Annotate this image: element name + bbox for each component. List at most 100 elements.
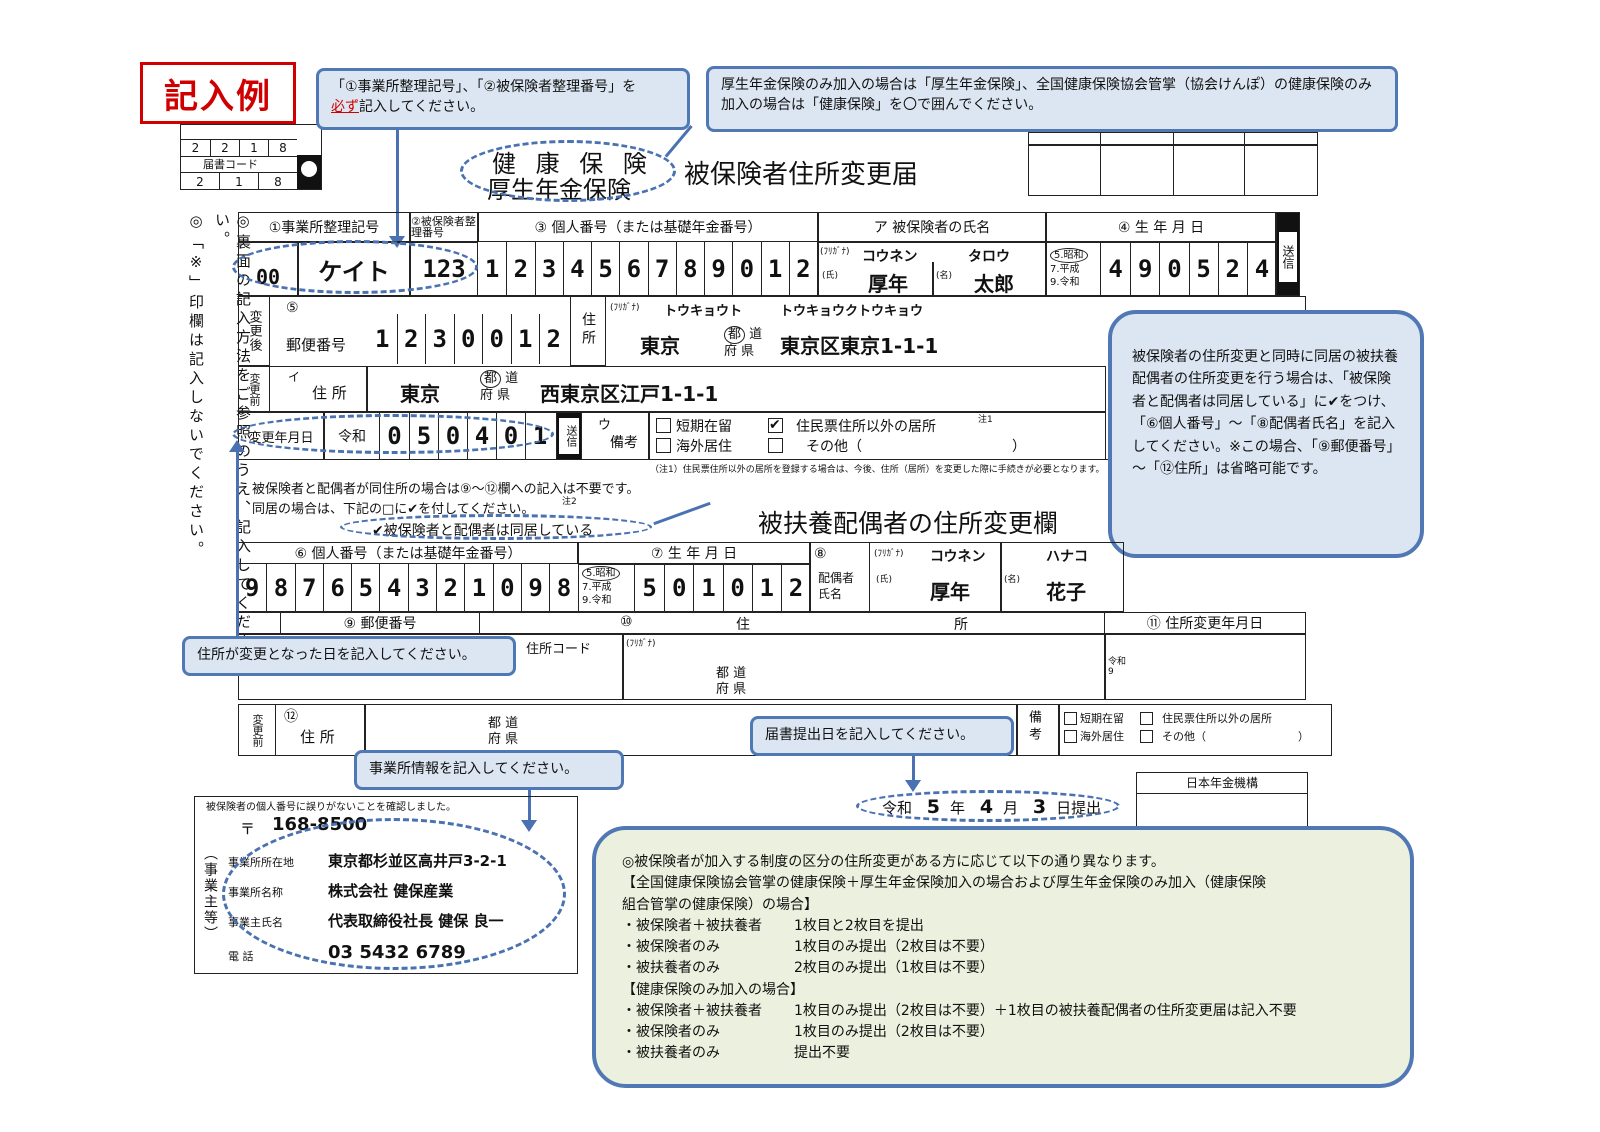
pension-org-label: 日本年金機構 <box>1136 774 1308 794</box>
addr-kana-city: トウキョウクトウキョウ <box>780 304 924 319</box>
digit-cell: 4 <box>379 564 407 612</box>
note1: 注1 <box>978 415 993 425</box>
era-options: 5.昭和 7.平成 9.令和 <box>1050 248 1088 289</box>
fine-print: （注1）住民票住所以外の居所を登録する場合は、今後、住所（居所）を変更した際に手… <box>650 465 1100 475</box>
todofuken: 都 道 府 県 <box>724 326 762 360</box>
todo-circle: 都 <box>724 326 746 344</box>
info-a1-label: ・被保険者＋被扶養者 <box>622 917 762 934</box>
era-showa: 5.昭和 <box>1050 248 1088 263</box>
checkbox-abroad-3[interactable] <box>1064 730 1077 743</box>
arrow-line <box>653 501 711 526</box>
checkbox-jumin[interactable]: ✔ <box>768 418 783 433</box>
birth-digits: 4 9 0 5 2 4 <box>1100 242 1276 296</box>
callout-text: 「①事業所整理記号」、「②被保険者整理番号」を <box>331 79 637 95</box>
checkbox-short-stay[interactable] <box>656 418 671 433</box>
checkbox-abroad[interactable] <box>656 438 671 453</box>
addr-city: 東京区東京1-1-1 <box>780 334 939 358</box>
digit-cell: 8 <box>266 564 294 612</box>
label-addr-10: ⑩ <box>620 614 633 630</box>
checkbox-jumin-3[interactable] <box>1140 712 1153 725</box>
digit-cell: 6 <box>619 242 647 295</box>
bikou-label: 備考 <box>610 435 638 451</box>
digit-cell: 7 <box>294 564 323 612</box>
dou-label: 道 <box>749 327 763 342</box>
info-line2: 【全国健康保険協会管掌の健康保険＋厚生年金保険加入の場合および厚生年金保険のみ加… <box>622 875 1266 892</box>
digit-cell: 0 <box>722 564 752 612</box>
dashed-highlight <box>232 414 554 454</box>
code-digit: 2 <box>210 140 239 156</box>
opt-other-label: その他（ <box>806 439 862 455</box>
info-b3-value: 提出不要 <box>794 1045 850 1062</box>
digit-cell: 2 <box>436 564 464 612</box>
code-digit: 2 <box>191 141 200 155</box>
label-insured-no: ②被保険者整理番号 <box>410 212 478 242</box>
fuken-label-4: 府 県 <box>488 732 519 747</box>
checkbox-other-3[interactable] <box>1140 730 1153 743</box>
same-address-note-1: 被保険者と配偶者が同住所の場合は⑨～⑫欄への記入は不要です。 <box>252 482 640 497</box>
digit-cell: 9 <box>1130 242 1159 296</box>
dep-name-family: 厚年 <box>930 580 970 604</box>
stamp-box <box>1028 144 1318 146</box>
furigana-label: (ﾌﾘｶﾞﾅ) <box>626 639 656 649</box>
callout-change-date: 住所が変更となった日を記入してください。 <box>182 636 516 676</box>
dep-kana-family: コウネン <box>930 549 986 565</box>
old-addr-label: 住 所 <box>312 384 347 402</box>
code-digit: 8 <box>258 173 297 190</box>
digit-cell: 8 <box>549 564 577 612</box>
employer-confirm: 被保険者の個人番号に誤りがないことを確認しました。 <box>206 802 456 813</box>
code-row-1: 2 2 1 8 <box>181 139 297 157</box>
label-addr-sho: 所 <box>954 617 968 633</box>
digit-cell: 9 <box>244 574 260 602</box>
digit-cell: 1 <box>464 564 492 612</box>
digit-cell: 3 <box>425 314 454 364</box>
before-label: 変更前 <box>238 366 270 412</box>
opt-abroad-label: 海外居住 <box>676 439 732 455</box>
postal-label: 郵便番号 <box>286 336 347 354</box>
digit-cell: 3 <box>407 564 436 612</box>
digit-cell: 6 <box>322 564 351 612</box>
dep-kana-given: ハナコ <box>1046 549 1088 565</box>
digit-cell: 2 <box>506 242 534 295</box>
send-label-2: 送信 <box>559 418 579 454</box>
addr-kana-pref: トウキョウト <box>664 304 743 319</box>
checkbox-short-stay-3[interactable] <box>1064 712 1077 725</box>
opt-jumin-label: 住民票住所以外の居所 <box>796 419 936 435</box>
furigana-label: (ﾌﾘｶﾞﾅ) <box>874 549 904 559</box>
shi-label: (氏) <box>822 271 839 281</box>
name-given: 太郎 <box>974 272 1014 296</box>
spouse-label-cell <box>810 542 870 612</box>
todo-label-3: 都 道 <box>716 666 747 681</box>
digit-cell: 9 <box>704 242 732 295</box>
postal-digits: 1 2 3 0 0 1 2 <box>368 314 568 364</box>
digit-cell: 0 <box>732 242 760 295</box>
name-kana-family: コウネン <box>862 249 918 265</box>
divider <box>648 412 650 460</box>
dashed-highlight <box>222 818 566 970</box>
example-badge: 記入例 <box>140 62 296 124</box>
dashed-highlight <box>340 514 652 540</box>
u-label: ウ <box>598 418 612 433</box>
divider <box>364 704 366 756</box>
num5: ⑤ <box>286 300 299 316</box>
paren-close: ） <box>1012 439 1026 455</box>
birth-cell <box>1046 242 1276 296</box>
label-date-11: ⑪ 住所変更年月日 <box>1104 612 1306 634</box>
fuken-label: 府 県 <box>724 344 755 359</box>
digit-cell: 4 <box>1246 242 1276 296</box>
digit-cell: 0 <box>453 314 483 364</box>
info-b1-value: 1枚目のみ提出（2枚目は不要）＋1枚目の被扶養配偶者の住所変更届は記入不要 <box>794 1002 1297 1019</box>
digit-cell: 5 <box>591 242 619 295</box>
dep-era-options: 5.昭和 7.平成 9.令和 <box>582 566 620 607</box>
callout-office-code: 「①事業所整理記号」、「②被保険者整理番号」を 必ず記入してください。 <box>316 68 690 130</box>
digit-cell: 2 <box>539 314 568 364</box>
bikou-label-3: 備考 <box>1026 710 1041 744</box>
info-b2-label: ・被保険者のみ <box>622 1024 720 1041</box>
note2: 注2 <box>562 497 577 507</box>
same-address-note-2: 同居の場合は、下記の□に✔を付してください。 <box>252 502 535 517</box>
divider <box>622 634 624 700</box>
checkbox-other[interactable] <box>768 438 783 453</box>
label-office-code: ①事業所整理記号 <box>238 212 410 242</box>
